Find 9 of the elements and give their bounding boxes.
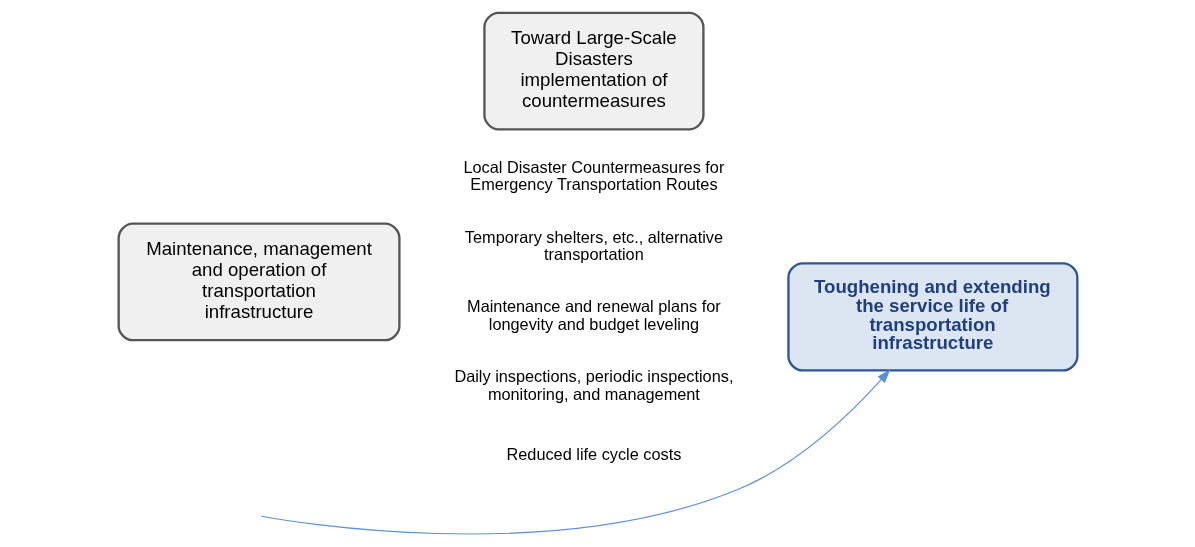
node-box: Toughening and extending the service life of transportation infrastructure	[786, 262, 1078, 372]
label: Reduced life cycle costs	[506, 444, 681, 463]
node-box: Toward Large-Scale Disasters implementation of countermeasures	[482, 11, 705, 131]
label: Temporary shelters, etc., alternative transportation	[464, 227, 723, 264]
node-box: Maintenance, management and operation of transportation infrastructure	[117, 222, 401, 342]
label: Local Disaster Countermeasures for Emergency Transportation Routes	[462, 157, 724, 194]
label: Daily inspections, periodic inspections, monitoring, and management	[453, 367, 733, 403]
arrow	[260, 369, 890, 535]
label: Maintenance and renewal plans for longevity and budget leveling	[466, 297, 721, 333]
